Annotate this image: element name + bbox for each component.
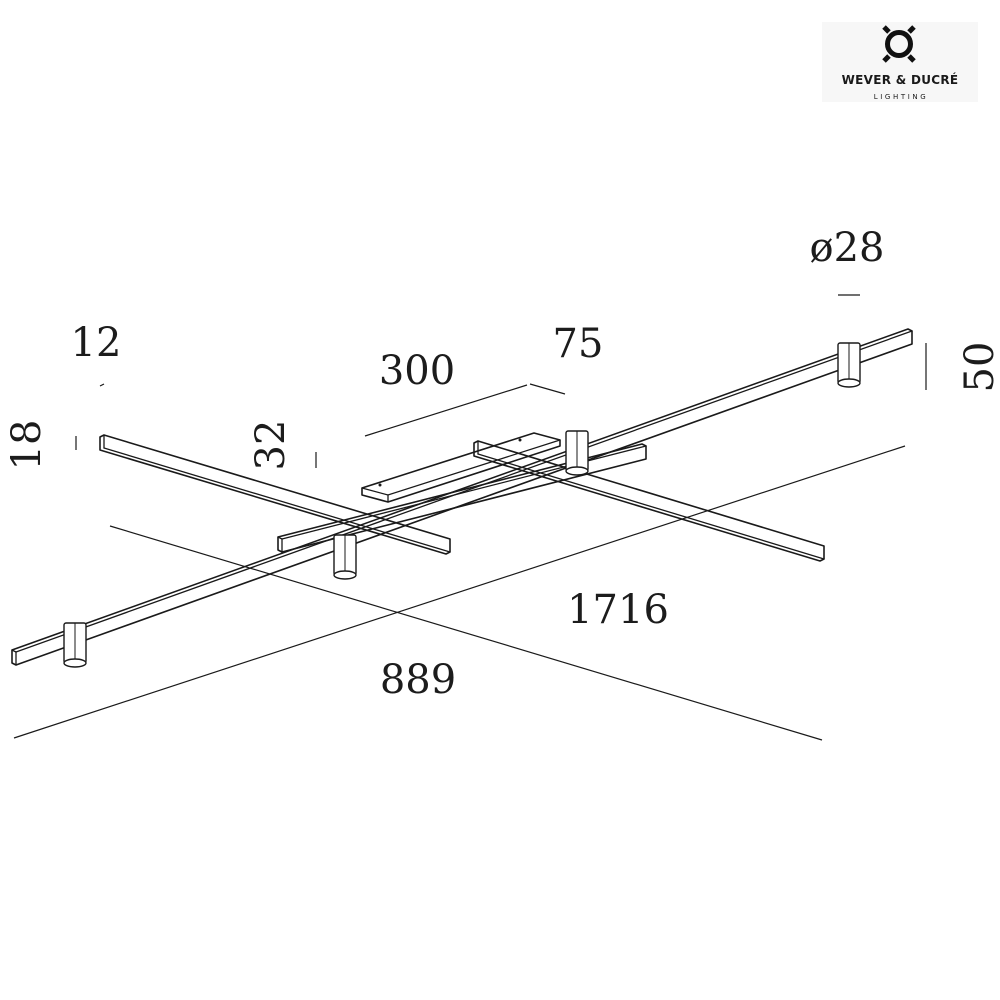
spot-diameter-label: ø28 xyxy=(810,225,885,271)
base-height-label: 32 xyxy=(248,420,294,471)
arm-front-right xyxy=(473,440,825,562)
brand-name: WEVER & DUCRÉ xyxy=(842,72,959,87)
canopy-base xyxy=(361,432,561,503)
logo-background xyxy=(822,22,978,102)
total-width-label: 889 xyxy=(380,657,456,703)
spot-light-center-right xyxy=(565,430,589,476)
dimension-guides xyxy=(13,294,927,741)
base-depth-guide xyxy=(529,383,566,395)
spot-light-far-right xyxy=(837,342,861,388)
spot-height-label: 50 xyxy=(957,342,1000,393)
total-length-guide xyxy=(109,525,823,741)
spot-light-far-left xyxy=(63,622,87,668)
base-depth-label: 75 xyxy=(553,321,604,367)
arm-back-left xyxy=(99,434,451,555)
spot-light-center-left xyxy=(333,534,357,580)
bar-width-guide xyxy=(99,383,105,387)
bar-width-label: 12 xyxy=(71,320,122,366)
ring-with-four-notches-icon xyxy=(882,25,916,63)
base-length-label: 300 xyxy=(379,348,455,394)
total-length-label: 1716 xyxy=(567,587,669,633)
brand-logo: WEVER & DUCRÉ LIGHTING xyxy=(822,22,978,102)
brand-subtitle: LIGHTING xyxy=(874,93,928,101)
total-width-guide xyxy=(13,445,906,739)
dimension-labels: 12 18 32 300 75 ø28 50 1716 889 xyxy=(4,225,1000,703)
bar-height-label: 18 xyxy=(4,420,50,471)
arm-inner-cross xyxy=(277,443,647,553)
base-length-guide xyxy=(364,384,528,437)
main-rail xyxy=(11,328,913,666)
